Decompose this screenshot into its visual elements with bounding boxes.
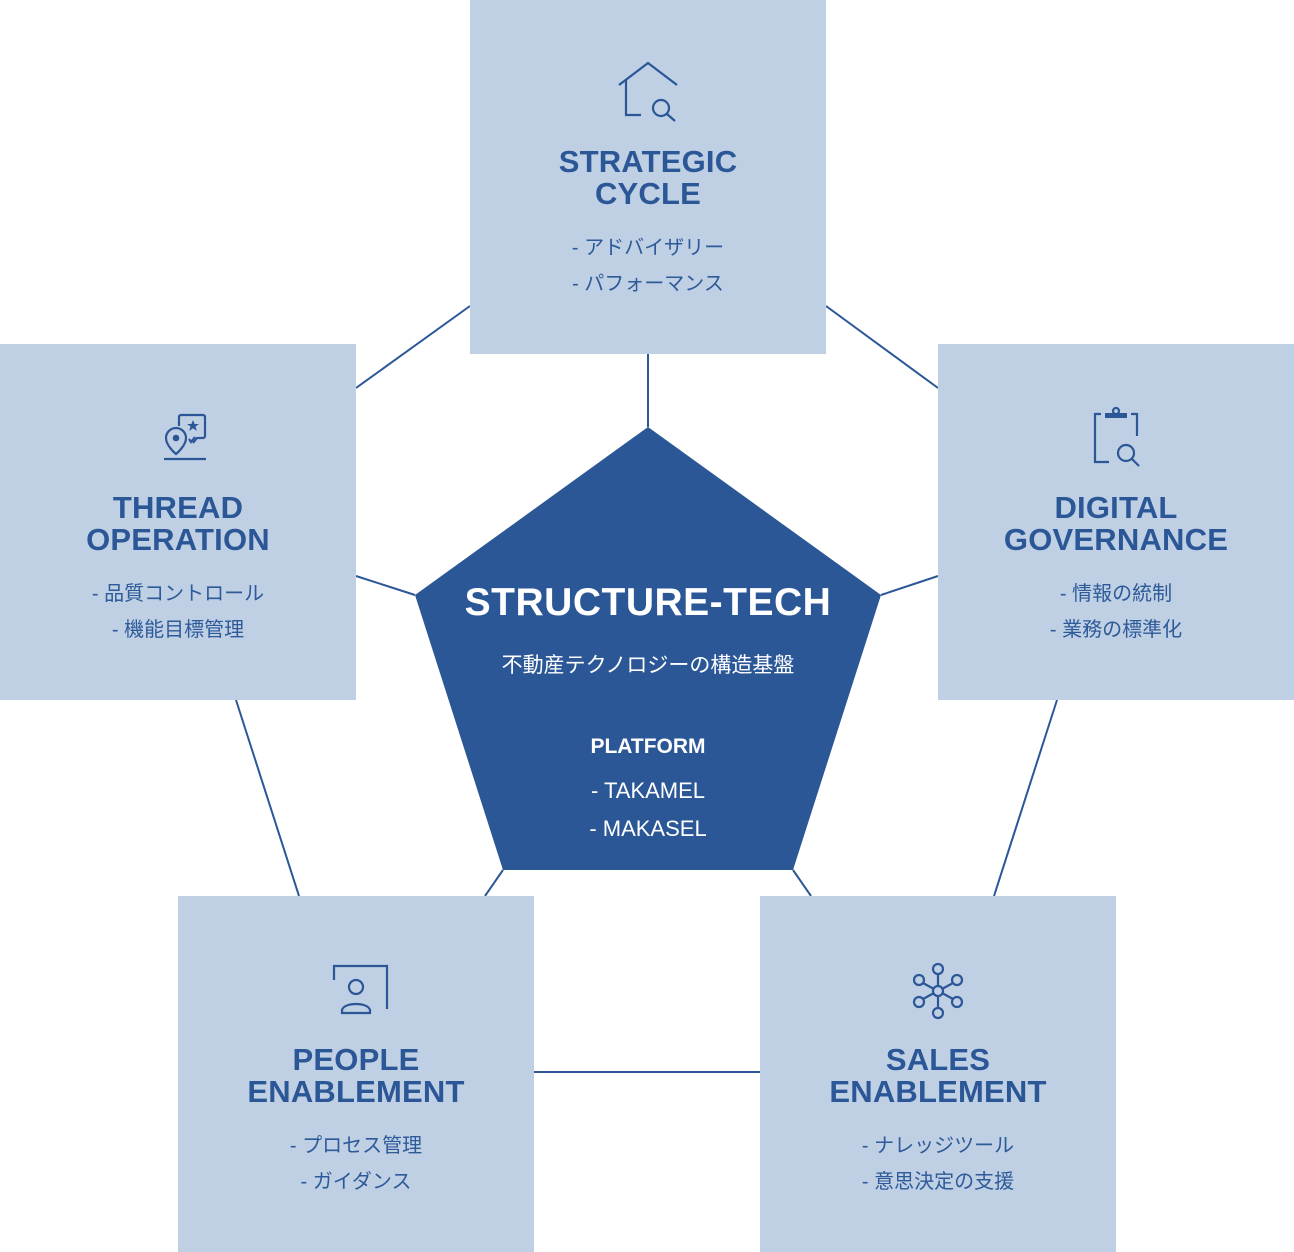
pillar-items: - ナレッジツール - 意思決定の支援 xyxy=(760,1128,1116,1200)
pillar-people-enablement: PEOPLE ENABLEMENT - プロセス管理 - ガイダンス xyxy=(178,896,534,1252)
center-pentagon xyxy=(415,427,881,870)
list-item: - 意思決定の支援 xyxy=(861,1171,1015,1193)
list-item: - ガイダンス xyxy=(300,1171,412,1193)
center-title: STRUCTURE-TECH xyxy=(464,581,832,624)
location-review-icon xyxy=(164,413,207,461)
connector-left-bottomleft xyxy=(235,699,300,897)
pillar-items: - プロセス管理 - ガイダンス xyxy=(178,1128,534,1200)
pillar-items: - 情報の統制 - 業務の標準化 xyxy=(938,576,1294,648)
pillar-sales-enablement: SALES ENABLEMENT - ナレッジツール - 意思決定の支援 xyxy=(760,896,1116,1252)
list-item: - アドバイザリー xyxy=(571,237,725,259)
list-item: - ナレッジツール xyxy=(861,1135,1015,1157)
list-item: - パフォーマンス xyxy=(572,273,724,295)
list-item: - プロセス管理 xyxy=(289,1135,423,1157)
list-item: - 機能目標管理 xyxy=(111,619,245,641)
list-item: - 品質コントロール xyxy=(91,583,265,605)
house-search-icon xyxy=(618,61,678,122)
pillar-digital-governance: DIGITAL GOVERNANCE - 情報の統制 - 業務の標準化 xyxy=(938,344,1294,700)
clipboard-search-icon xyxy=(1093,406,1140,467)
connector-top-right xyxy=(825,305,939,389)
pillar-title: THREAD OPERATION xyxy=(86,490,270,557)
list-item: - 情報の統制 xyxy=(1059,583,1173,605)
pillar-title: STRATEGIC CYCLE xyxy=(558,144,738,211)
network-hub-icon xyxy=(912,962,964,1020)
pillar-title: SALES ENABLEMENT xyxy=(829,1042,1047,1109)
user-profile-icon xyxy=(332,964,389,1015)
platform-item: - TAKAMEL xyxy=(590,778,706,803)
pillar-title: PEOPLE ENABLEMENT xyxy=(247,1042,465,1109)
connector-right-bottomright xyxy=(993,699,1058,897)
spoke-bottom-right xyxy=(792,869,812,897)
platform-list: - TAKAMEL - MAKASEL xyxy=(415,772,881,848)
pillar-thread-operation: THREAD OPERATION - 品質コントロール - 機能目標管理 xyxy=(0,344,356,700)
platform-heading: PLATFORM xyxy=(590,735,706,758)
pillar-strategic-cycle: STRATEGIC CYCLE - アドバイザリー - パフォーマンス xyxy=(470,0,826,354)
pillar-items: - アドバイザリー - パフォーマンス xyxy=(470,230,826,302)
spoke-left xyxy=(355,575,416,596)
platform-item: - MAKASEL xyxy=(589,816,707,841)
spoke-bottom-left xyxy=(484,869,504,897)
spoke-right xyxy=(880,575,939,596)
center-subtitle: 不動産テクノロジーの構造基盤 xyxy=(501,654,795,677)
pillar-items: - 品質コントロール - 機能目標管理 xyxy=(0,576,356,648)
center-structure-tech: STRUCTURE-TECH 不動産テクノロジーの構造基盤 PLATFORM -… xyxy=(415,427,881,870)
pillar-title: DIGITAL GOVERNANCE xyxy=(1003,490,1229,557)
list-item: - 業務の標準化 xyxy=(1049,619,1183,641)
connector-top-left xyxy=(355,305,471,389)
